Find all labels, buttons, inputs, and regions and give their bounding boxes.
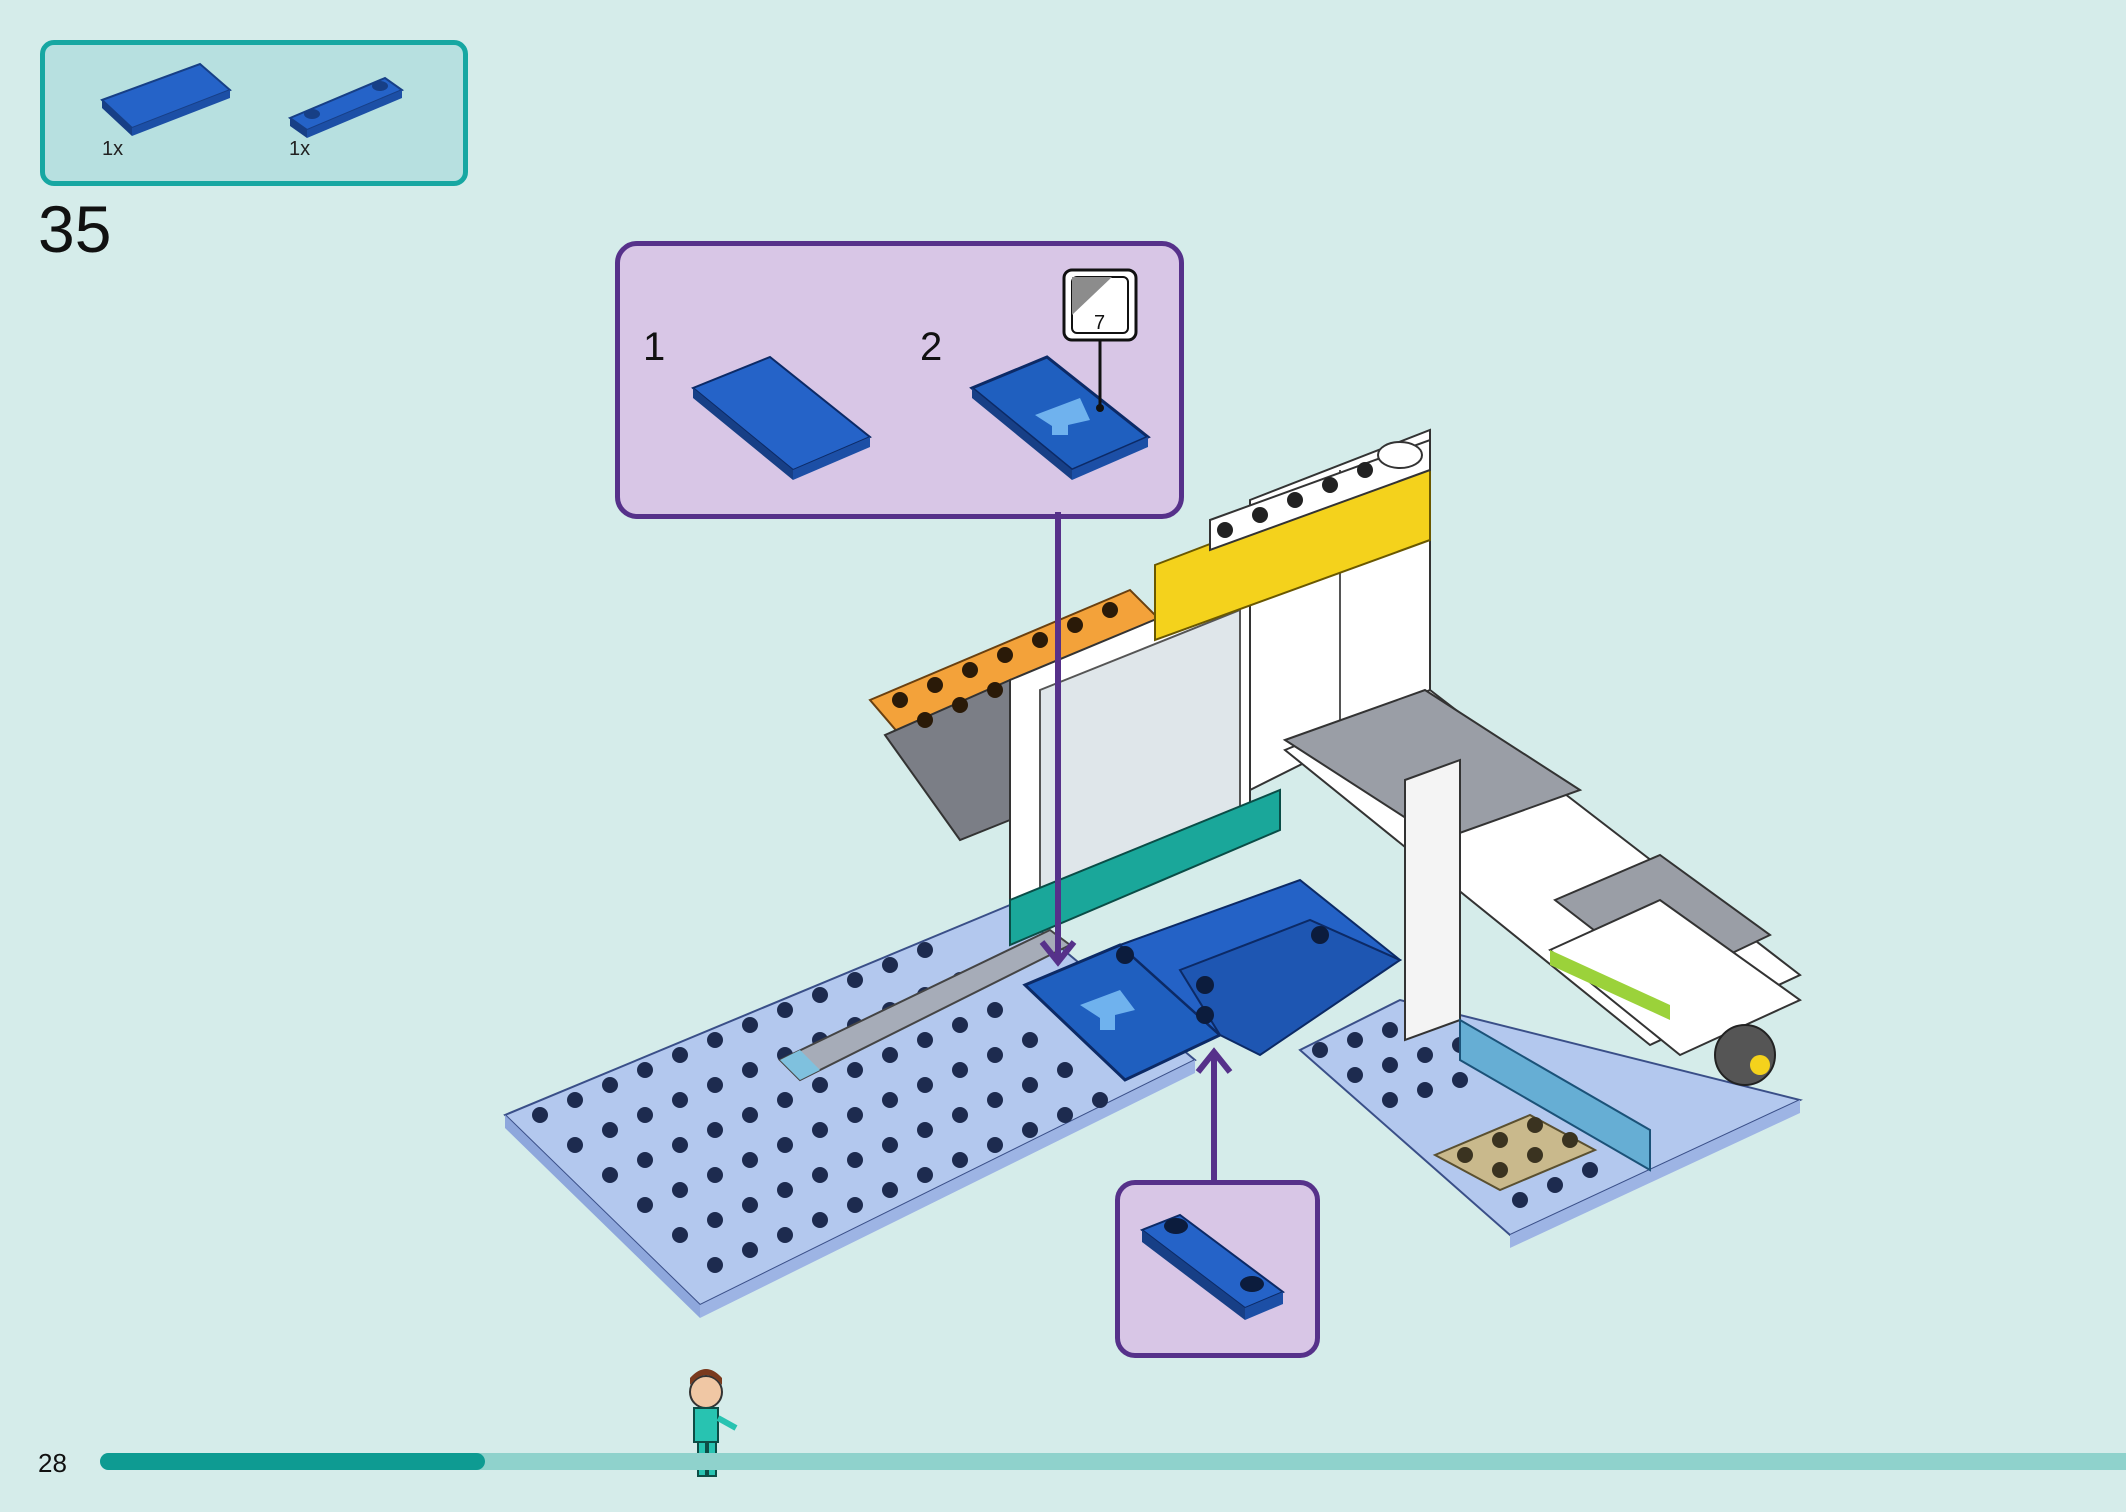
part-tile-2x4	[100, 62, 232, 136]
sub-step-1-tile	[691, 355, 872, 480]
sub-step-2-tile-with-sticker	[969, 340, 1151, 480]
progress-track	[100, 1453, 2126, 1470]
sub-step-2-number: 2	[920, 325, 943, 369]
counter-section	[1282, 688, 1802, 1172]
new-blue-tiles	[1022, 878, 1403, 1082]
page-number: 28	[38, 1448, 67, 1478]
placement-arrow-down	[1039, 512, 1077, 967]
sticker-number: 7	[1094, 312, 1106, 334]
window-wall	[1009, 428, 1431, 947]
orange-roof	[868, 588, 1162, 842]
part-1-qty: 1x	[102, 138, 124, 160]
part-plate-1x4	[287, 76, 405, 138]
callout-plate-1x4	[1139, 1213, 1285, 1320]
step-number: 35	[38, 192, 112, 266]
baseplate	[503, 903, 1803, 1318]
sticker-icon	[1062, 268, 1138, 342]
part-2-qty: 1x	[289, 138, 311, 160]
sub-step-1-number: 1	[643, 325, 666, 369]
placement-arrow-up	[1195, 1047, 1233, 1180]
progress-fill	[100, 1453, 485, 1470]
